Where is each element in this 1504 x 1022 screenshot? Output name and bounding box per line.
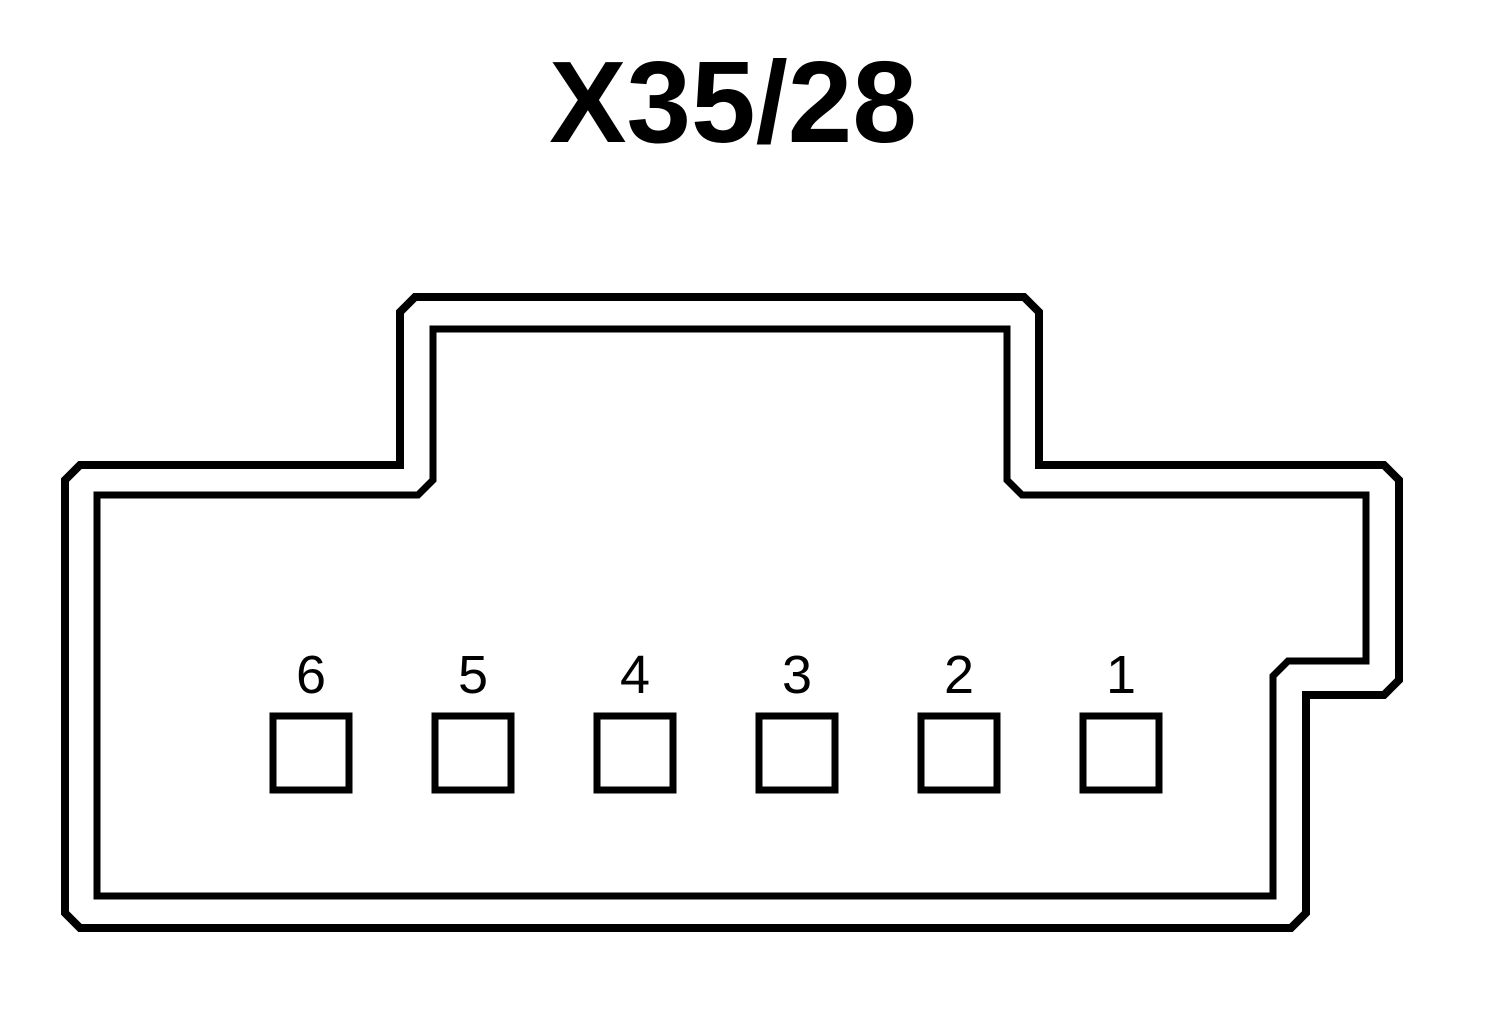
housing-outer-outline [61, 293, 1403, 932]
pin-cavity-3 [755, 712, 839, 794]
pin-label-5: 5 [458, 645, 488, 705]
pin-label-6: 6 [296, 645, 326, 705]
pin-label-2: 2 [944, 645, 974, 705]
pin-cavity-6 [269, 712, 353, 794]
pin-label-3: 3 [782, 645, 812, 705]
pin-row: 6 5 4 3 2 1 [269, 645, 1163, 794]
connector-title: X35/28 [549, 37, 917, 167]
pin-cavity-5 [431, 712, 515, 794]
pin-label-1: 1 [1106, 645, 1136, 705]
housing-inner-outline [93, 325, 1370, 900]
pin-cavity-1 [1079, 712, 1163, 794]
pin-cavity-4 [593, 712, 677, 794]
pin-label-4: 4 [620, 645, 650, 705]
pin-cavity-2 [917, 712, 1001, 794]
